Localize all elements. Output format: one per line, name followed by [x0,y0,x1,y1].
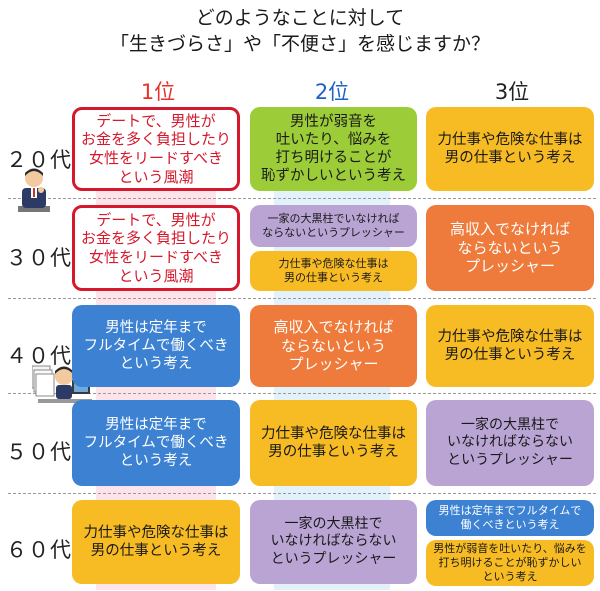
answer-60s-rank2: 一家の大黒柱で いなければならない というプレッシャー [250,500,417,584]
rank-header-3: 3位 [494,80,530,104]
page-title-line2: 「生きづらさ」や「不便さ」を感じますか？ [109,33,490,55]
answer-60s-rank3-a: 男性は定年までフルタイムで 働くべきという考え [426,500,594,536]
answer-40s-rank1: 男性は定年まで フルタイムで働くべき という考え [72,305,240,387]
answer-30s-rank3: 高収入でなければ ならないという プレッシャー [426,205,594,291]
answer-30s-rank2-a: 一家の大黒柱でいなければ ならないというプレッシャー [250,205,417,247]
answer-50s-rank2: 力仕事や危険な仕事は 男の仕事という考え [250,400,417,486]
answer-40s-rank3: 力仕事や危険な仕事は 男の仕事という考え [426,305,594,387]
age-label-30s: ３０代 [6,246,72,270]
row-divider [8,493,596,494]
answer-30s-rank2-b: 力仕事や危険な仕事は 男の仕事という考え [250,251,417,291]
rank-header-2: 2位 [314,80,350,104]
answer-50s-rank1: 男性は定年まで フルタイムで働くべき という考え [72,400,240,486]
answer-60s-rank3-b: 男性が弱音を吐いたり、悩みを 打ち明けることが恥ずかしい という考え [426,540,594,586]
answer-30s-rank1: デートで、男性が お金を多く負担したり 女性をリードすべき という風潮 [72,205,240,291]
answer-20s-rank3: 力仕事や危険な仕事は 男の仕事という考え [426,107,594,191]
answer-50s-rank3: 一家の大黒柱で いなければならない というプレッシャー [426,400,594,486]
page-title-line1: どのようなことに対して [195,7,405,29]
answer-40s-rank2: 高収入でなければ ならないという プレッシャー [250,305,417,387]
thinking-man-illustration [18,168,50,212]
age-label-50s: ５０代 [6,440,72,464]
age-label-60s: ６０代 [6,538,72,562]
answer-20s-rank2: 男性が弱音を 吐いたり、悩みを 打ち明けることが 恥ずかしいという考え [250,107,417,191]
row-divider [8,393,596,394]
answer-20s-rank1: デートで、男性が お金を多く負担したり 女性をリードすべき という風潮 [72,107,240,191]
overworked-man-illustration [32,365,92,403]
row-divider [8,298,596,299]
row-divider [8,198,596,199]
age-label-40s: ４０代 [6,344,72,368]
answer-60s-rank1: 力仕事や危険な仕事は 男の仕事という考え [72,500,240,584]
rank-header-1: 1位 [140,80,176,104]
age-label-20s: ２０代 [6,148,72,172]
